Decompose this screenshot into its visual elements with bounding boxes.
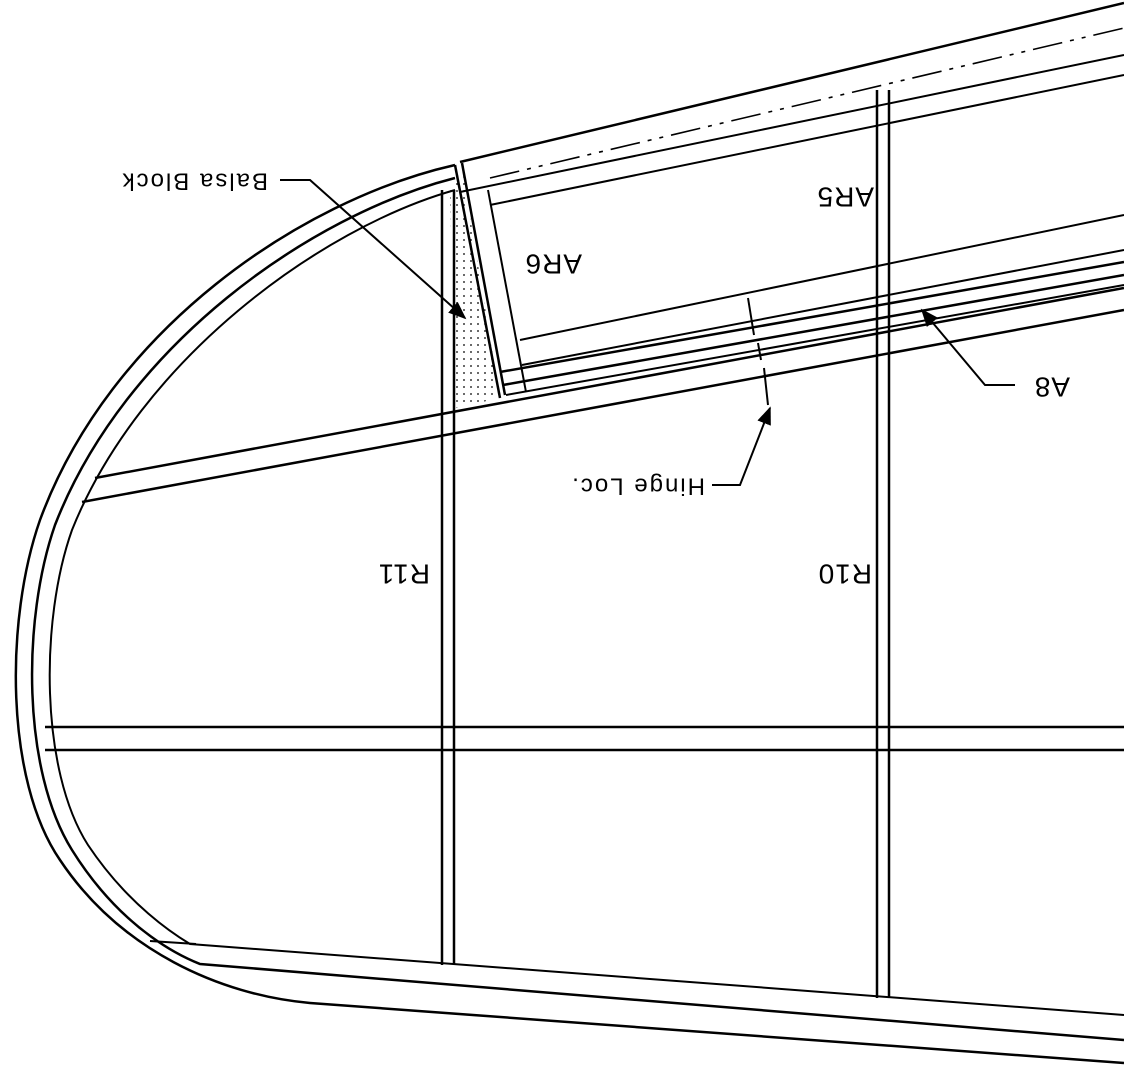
wing-tip-inner-outline-1 bbox=[30, 176, 1124, 1042]
hinge-tick-1 bbox=[747, 297, 755, 336]
hinge-line-2 bbox=[502, 273, 1124, 387]
label-ar5: AR5 bbox=[817, 182, 874, 213]
hinge-line-3 bbox=[505, 284, 1124, 396]
wing-tip-outer-outline bbox=[14, 163, 1124, 1065]
hinge-loc-leader bbox=[712, 406, 771, 486]
tip-trailing-edge-tick bbox=[149, 940, 197, 945]
wing-tip-inner-outline-2 bbox=[48, 189, 1124, 1016]
balsa-block-leader bbox=[280, 179, 467, 320]
aileron-top-inner bbox=[459, 54, 1124, 193]
label-r10: R10 bbox=[818, 559, 872, 590]
label-a8: A8 bbox=[1034, 372, 1070, 403]
label-hinge-loc: Hinge Loc. bbox=[570, 473, 705, 500]
aileron-centerline bbox=[489, 27, 1124, 179]
rear-spar-bottom bbox=[81, 308, 1124, 504]
aileron-tip-end-inner-2 bbox=[487, 189, 527, 393]
balsa-block bbox=[450, 168, 500, 408]
aileron-rib-edge-1 bbox=[489, 74, 1124, 206]
rear-spar-top bbox=[94, 286, 1124, 480]
a8-leader bbox=[920, 308, 1015, 386]
label-r11: R11 bbox=[378, 559, 430, 590]
hinge-tick-2 bbox=[757, 342, 762, 361]
aileron-tip-end-inner-1 bbox=[460, 162, 507, 396]
hinge-line-1 bbox=[499, 260, 1124, 374]
hinge-tick-3 bbox=[763, 367, 769, 406]
aileron-rib-edge-3 bbox=[521, 249, 1124, 366]
aileron-rib-edge-2 bbox=[519, 214, 1124, 341]
label-balsa-block: Balsa Block bbox=[121, 168, 268, 195]
aileron-top-edge bbox=[459, 1, 1124, 164]
label-ar6: AR6 bbox=[525, 249, 582, 280]
